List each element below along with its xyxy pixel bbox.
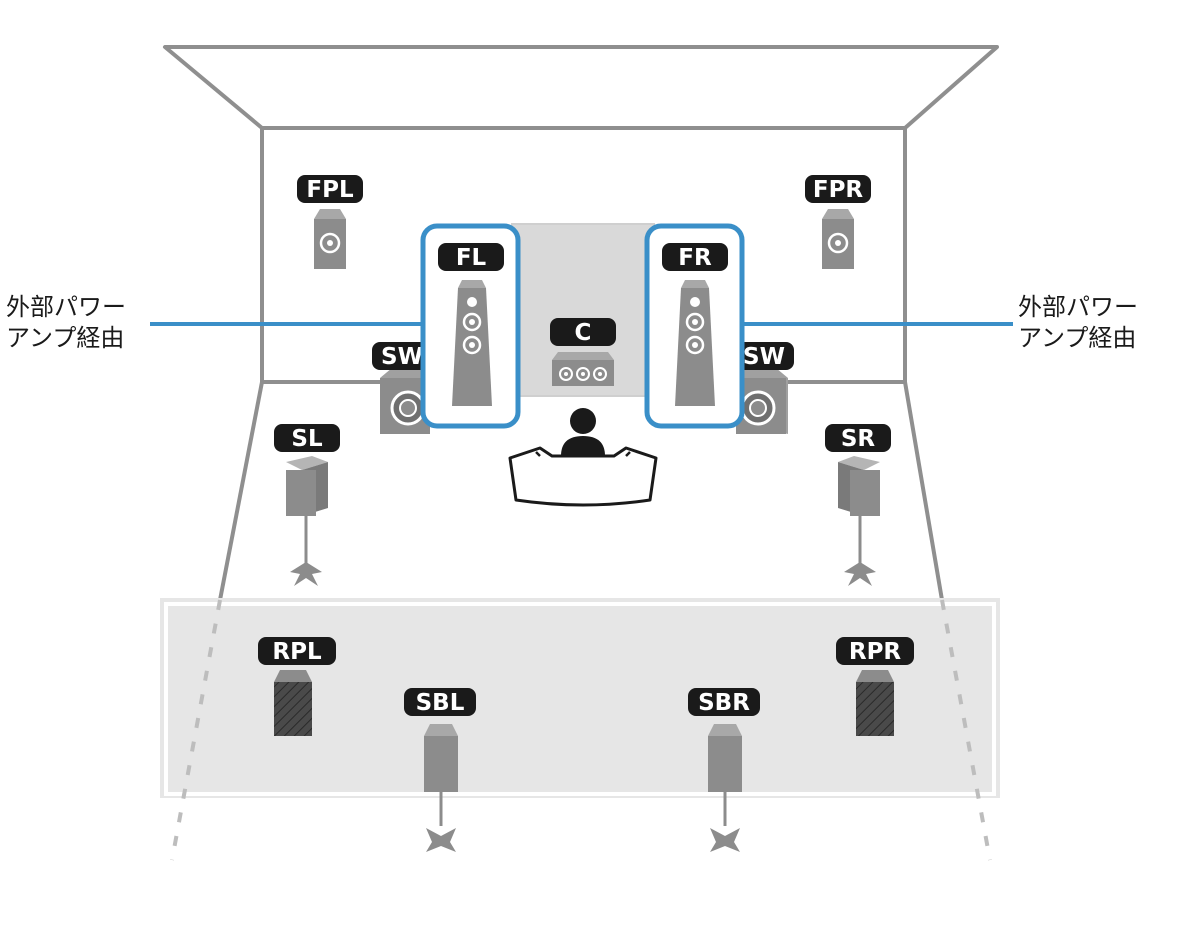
fpr-driver-dot xyxy=(835,240,841,246)
badge-rpl xyxy=(258,637,336,665)
sbr-stand-base-icon xyxy=(710,828,740,852)
right-annotation: 外部パワー アンプ経由 xyxy=(1018,292,1168,354)
badge-sr xyxy=(825,424,891,452)
label-rpl: RPL xyxy=(272,639,322,665)
listener-head-icon xyxy=(570,408,596,434)
sw-left-woofer-cone xyxy=(399,399,417,417)
label-sw-left: SW xyxy=(381,344,423,370)
sbl-stand-base-icon xyxy=(426,828,456,852)
label-fl: FL xyxy=(456,245,487,271)
fr-woofer-icon xyxy=(685,335,705,355)
badge-sw-right xyxy=(734,342,794,370)
label-sbr: SBR xyxy=(698,690,750,716)
label-sw-right: SW xyxy=(743,344,785,370)
badge-fr xyxy=(662,243,728,271)
fr-woofer-dot xyxy=(692,342,698,348)
center-driver-mid-icon xyxy=(576,367,590,381)
sl-stand-base-icon xyxy=(290,562,322,586)
label-c: C xyxy=(575,320,592,346)
fr-top xyxy=(681,280,709,288)
fr-mid-dot xyxy=(692,319,698,325)
center-driver-right-icon xyxy=(593,367,607,381)
rpl-top xyxy=(274,670,312,682)
fr-mid-icon xyxy=(685,312,705,332)
sofa-arm-right-line xyxy=(625,451,631,457)
left-floor-edge xyxy=(218,381,264,601)
sofa-arm-left-line xyxy=(535,451,541,457)
sr-top xyxy=(838,456,880,470)
fl-top xyxy=(458,280,486,288)
speaker-sr: SR xyxy=(825,424,891,586)
label-sl: SL xyxy=(291,426,323,452)
badge-sl xyxy=(274,424,340,452)
fpr-top xyxy=(822,209,854,219)
speaker-fpl: FPL xyxy=(297,175,363,269)
fpl-top xyxy=(314,209,346,219)
sr-front xyxy=(850,470,880,516)
rpl-body xyxy=(274,682,312,736)
sw-right-woofer-cone xyxy=(749,399,767,417)
fl-woofer-icon xyxy=(462,335,482,355)
fpr-driver-icon xyxy=(827,232,849,254)
fl-woofer-dot xyxy=(469,342,475,348)
badge-c xyxy=(550,318,616,346)
fpl-driver-icon xyxy=(319,232,341,254)
ceiling-outline xyxy=(163,45,999,382)
speaker-center: C xyxy=(550,318,616,386)
rear-area-border xyxy=(164,602,996,796)
sbl-top xyxy=(424,724,458,736)
speaker-sbl: SBL xyxy=(404,688,476,852)
rpr-body xyxy=(856,682,894,736)
label-sr: SR xyxy=(841,426,876,452)
fl-mid-dot xyxy=(469,319,475,325)
badge-sbl xyxy=(404,688,476,716)
sl-front xyxy=(286,470,316,516)
center-driver-mid-dot xyxy=(581,372,585,376)
center-driver-right-dot xyxy=(598,372,602,376)
right-rear-dashed-edge xyxy=(940,599,992,861)
speaker-fpr: FPR xyxy=(805,175,871,269)
fl-tweeter-icon xyxy=(467,297,477,307)
badge-fpl xyxy=(297,175,363,203)
sofa-icon xyxy=(508,446,658,507)
badge-rpr xyxy=(836,637,914,665)
badge-sbr xyxy=(688,688,760,716)
fpl-driver-dot xyxy=(327,240,333,246)
speaker-fr: FR xyxy=(644,223,745,429)
center-driver-left-icon xyxy=(559,367,573,381)
speaker-rpl: RPL xyxy=(258,637,336,736)
right-annotation-line2: アンプ経由 xyxy=(1018,324,1137,352)
speaker-rpr: RPR xyxy=(836,637,914,736)
right-annotation-line1: 外部パワー xyxy=(1018,293,1138,321)
speaker-sl: SL xyxy=(274,424,340,586)
sr-stand-base-icon xyxy=(844,562,876,586)
sbr-body xyxy=(708,736,742,792)
badge-fpr xyxy=(805,175,871,203)
badge-fl xyxy=(438,243,504,271)
speaker-fl: FL xyxy=(420,223,521,429)
left-annotation-line1: 外部パワー xyxy=(6,293,126,321)
badge-sw-left xyxy=(372,342,432,370)
sl-top xyxy=(286,456,328,470)
sbr-top xyxy=(708,724,742,736)
center-top xyxy=(552,352,614,360)
rpr-top xyxy=(856,670,894,682)
fl-mid-icon xyxy=(462,312,482,332)
left-annotation-line2: アンプ経由 xyxy=(6,324,125,352)
label-fpl: FPL xyxy=(306,177,354,203)
label-rpr: RPR xyxy=(849,639,902,665)
label-fr: FR xyxy=(678,245,712,271)
center-driver-left-dot xyxy=(564,372,568,376)
speaker-sbr: SBR xyxy=(688,688,760,852)
left-annotation: 外部パワー アンプ経由 xyxy=(6,292,156,354)
label-sbl: SBL xyxy=(416,690,465,716)
listener xyxy=(508,408,658,507)
sbl-body xyxy=(424,736,458,792)
fr-tweeter-icon xyxy=(690,297,700,307)
label-fpr: FPR xyxy=(813,177,864,203)
listener-body-icon xyxy=(561,436,605,456)
left-rear-dashed-edge xyxy=(170,599,222,861)
right-floor-edge xyxy=(903,381,944,601)
